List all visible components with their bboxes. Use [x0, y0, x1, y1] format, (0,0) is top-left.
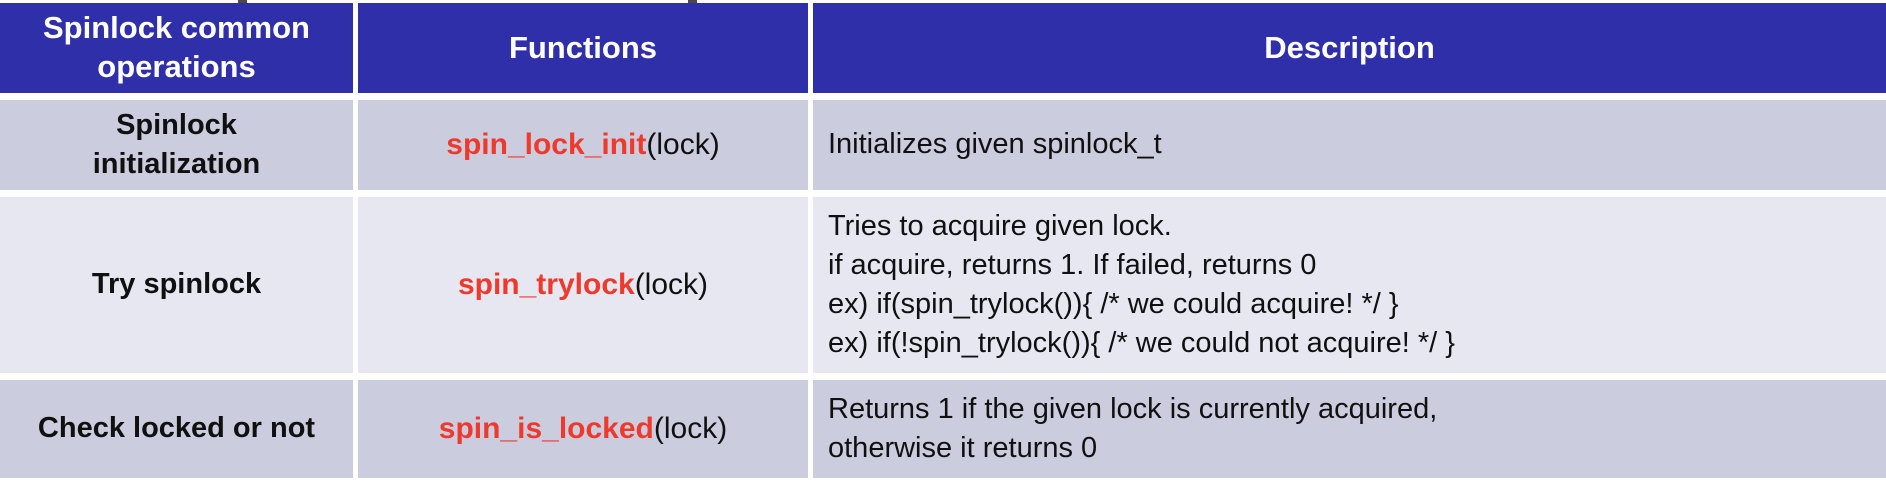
- column-header-description: Description: [813, 3, 1886, 93]
- function-args: (lock): [634, 267, 709, 301]
- function-cell-spin-lock-init: spin_lock_init(lock): [358, 100, 808, 190]
- function-name: spin_lock_init: [446, 127, 647, 161]
- operation-cell-check-locked: Check locked or not: [0, 380, 353, 478]
- function-cell-spin-trylock: spin_trylock(lock): [358, 197, 808, 373]
- function-name: spin_trylock: [457, 267, 635, 301]
- description-cell: Initializes given spinlock_t: [813, 100, 1886, 190]
- function-name: spin_is_locked: [438, 411, 654, 445]
- description-cell: Returns 1 if the given lock is currently…: [813, 380, 1886, 478]
- operation-cell-try-spinlock: Try spinlock: [0, 197, 353, 373]
- cropped-text-artifact: [238, 0, 247, 4]
- function-args: (lock): [653, 411, 728, 445]
- operation-cell-spinlock-initialization: Spinlock initialization: [0, 100, 353, 190]
- cropped-text-artifact: [688, 0, 697, 5]
- function-cell-spin-is-locked: spin_is_locked(lock): [358, 380, 808, 478]
- description-cell: Tries to acquire given lock. if acquire,…: [813, 197, 1886, 373]
- column-header-operations: Spinlock common operations: [0, 3, 353, 93]
- function-args: (lock): [646, 127, 720, 161]
- column-header-functions: Functions: [358, 3, 808, 93]
- spinlock-operations-table: Spinlock common operations Functions Des…: [0, 3, 1886, 478]
